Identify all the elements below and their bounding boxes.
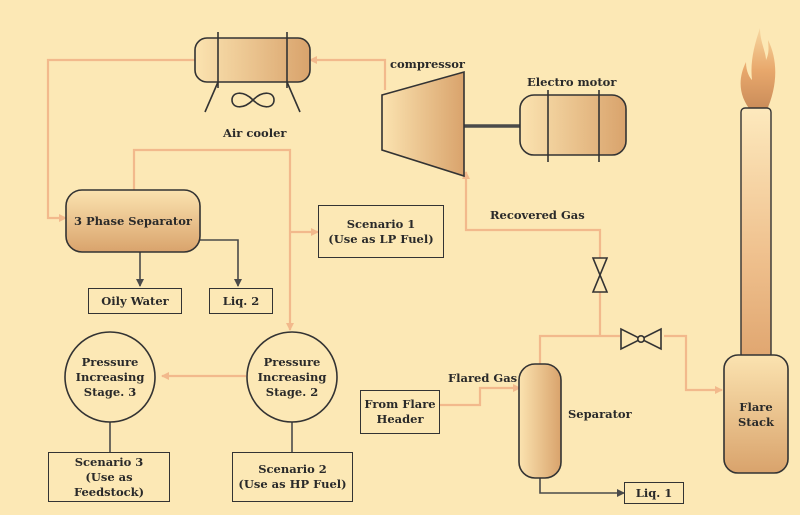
air-cooler-label: Air cooler [223, 126, 287, 140]
fan-icon [231, 92, 275, 108]
stage2-circle [246, 331, 338, 423]
liquid-lines [109, 124, 625, 497]
stream-recovered-gas [462, 171, 602, 258]
compressor-label: compressor [390, 57, 465, 71]
flame-icon [740, 28, 776, 112]
stage2-label: Pressure Increasing Stage. 2 [257, 354, 327, 399]
liq2-box: Liq. 2 [209, 288, 273, 314]
stage3-label: Pressure Increasing Stage. 3 [75, 354, 145, 399]
separator-vessel [518, 363, 562, 479]
oily-water-box: Oily Water [88, 288, 182, 314]
stream-compressor-to-aircooler [309, 56, 387, 90]
electro-motor [519, 90, 627, 162]
scenario1-box: Scenario 1 (Use as LP Fuel) [318, 205, 444, 258]
flared-gas-label: Flared Gas [448, 371, 518, 385]
air-cooler [194, 32, 311, 113]
flare-stack [723, 28, 789, 474]
liq1-box: Liq. 1 [624, 482, 684, 504]
stream-separator-gas [132, 148, 294, 331]
scenario2-box: Scenario 2 (Use as HP Fuel) [232, 452, 353, 502]
control-valve-horizontal-icon [620, 327, 662, 351]
separator-label: Separator [568, 407, 632, 421]
compressor-icon [381, 70, 465, 178]
line-liq1 [539, 474, 625, 497]
stream-aircooler-to-separator [46, 58, 210, 222]
flare-stack-label: Flare Stack [737, 400, 775, 429]
scenario3-box: Scenario 3 (Use as Feedstock) [48, 452, 170, 502]
stream-flare-header-in [440, 384, 521, 407]
line-liq2 [200, 239, 242, 287]
stage3-circle [64, 331, 156, 423]
process-stream-lines [46, 56, 723, 407]
from-flare-header-box: From Flare Header [360, 390, 440, 434]
control-valve-vertical-icon [591, 257, 609, 293]
recovered-gas-label: Recovered Gas [490, 208, 585, 222]
three-phase-separator-vessel [65, 189, 201, 253]
stream-to-flare-stack [664, 334, 723, 394]
stream-separator-top [538, 334, 600, 364]
electro-motor-label: Electro motor [527, 75, 617, 89]
three-phase-separator-label: 3 Phase Separator [74, 213, 192, 228]
